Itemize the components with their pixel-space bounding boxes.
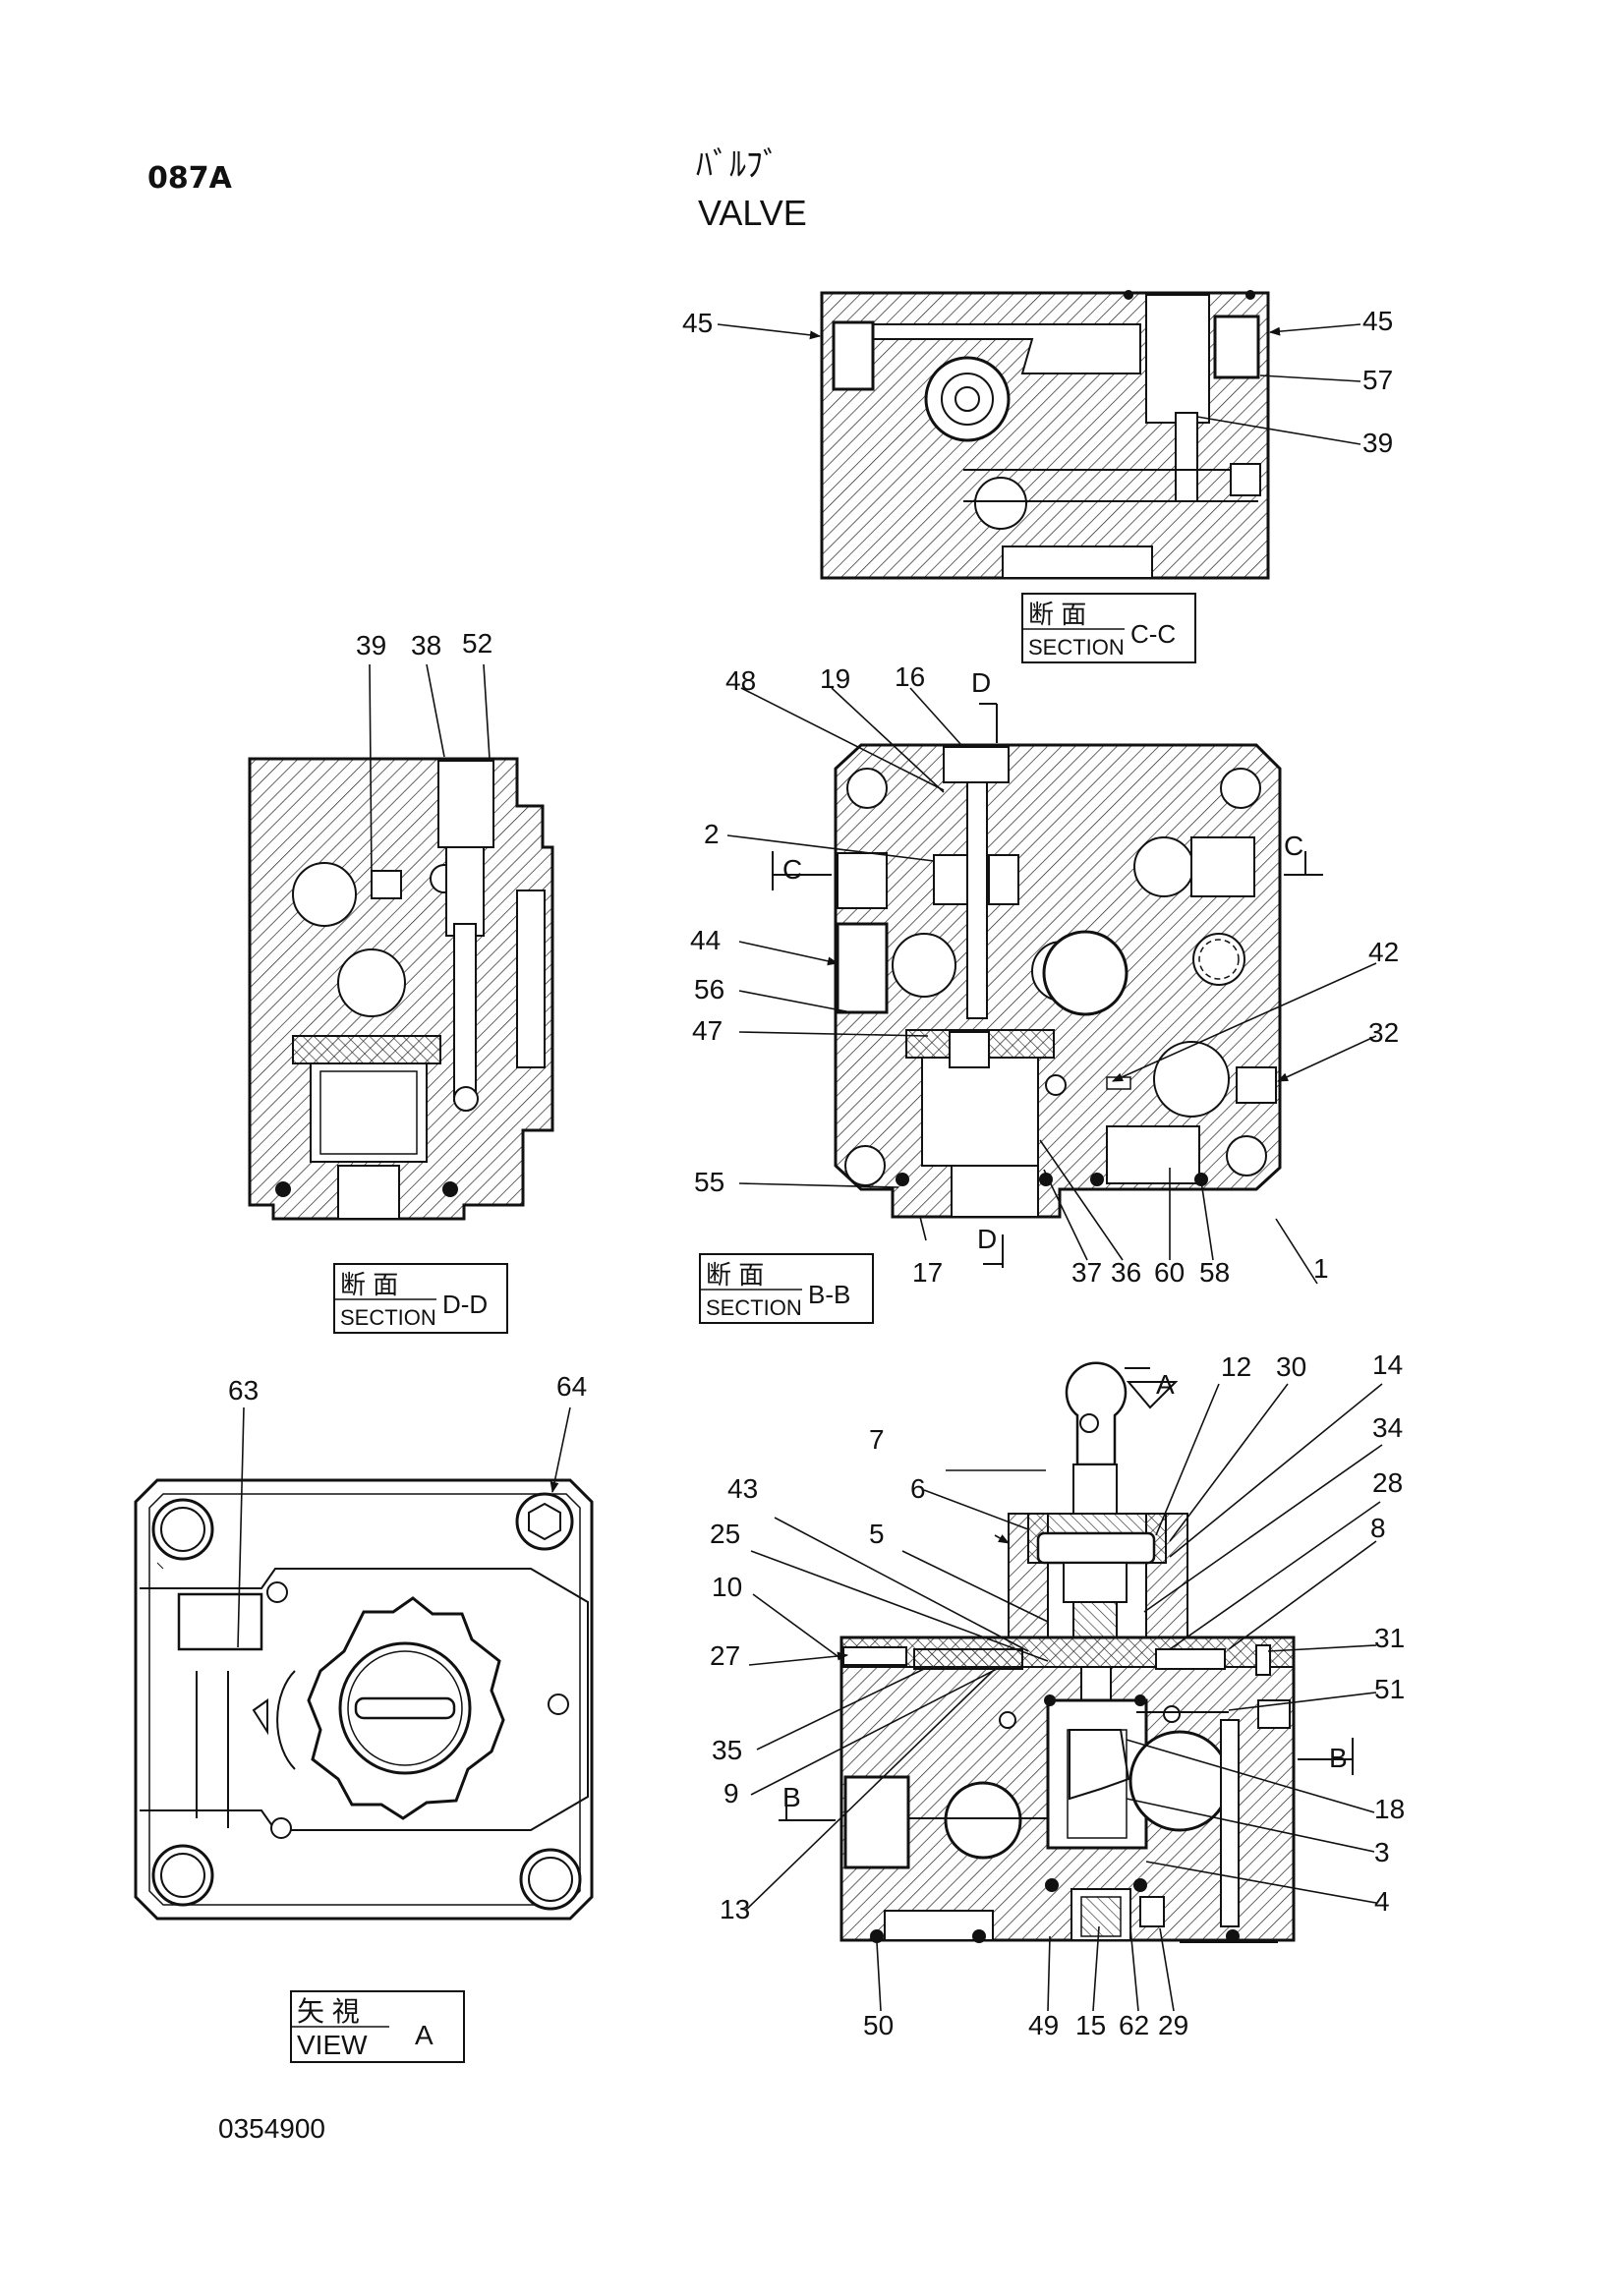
section-cc-id: C-C — [1130, 619, 1176, 649]
part-number-42: 42 — [1368, 937, 1399, 967]
section-cc-text: SECTION — [1028, 635, 1125, 660]
part-number-45: 45 — [682, 308, 713, 338]
part-number-30: 30 — [1276, 1351, 1306, 1382]
part-number-55: 55 — [694, 1167, 724, 1197]
part-number-12: 12 — [1221, 1351, 1251, 1382]
section-cc-label-box: 断 面 SECTION C-C — [1021, 593, 1196, 663]
part-number-5: 5 — [869, 1519, 885, 1549]
view-a-label-box: 矢 視 VIEW A — [290, 1990, 465, 2063]
part-number-4: 4 — [1374, 1886, 1390, 1917]
part-number-35: 35 — [712, 1735, 742, 1765]
view-a-kanji: 矢 視 — [297, 1996, 360, 2027]
part-number-51: 51 — [1374, 1674, 1405, 1704]
part-number-64: 64 — [556, 1371, 587, 1402]
part-number-31: 31 — [1374, 1623, 1405, 1653]
part-number-15: 15 — [1075, 2010, 1106, 2040]
part-number-56: 56 — [694, 974, 724, 1004]
part-number-45: 45 — [1362, 306, 1393, 336]
view-a-drawing — [134, 1478, 594, 1921]
section-marker-d: D — [971, 667, 991, 698]
part-number-8: 8 — [1370, 1513, 1386, 1543]
part-number-17: 17 — [912, 1257, 943, 1288]
part-number-36: 36 — [1111, 1257, 1141, 1288]
section-bb-label-box: 断 面 SECTION B-B — [699, 1253, 874, 1324]
part-number-28: 28 — [1372, 1467, 1403, 1498]
section-cc-drawing — [820, 290, 1270, 580]
view-a-text: VIEW — [297, 2030, 368, 2060]
part-number-6: 6 — [910, 1473, 926, 1504]
section-marker-b: B — [782, 1782, 801, 1812]
title-english: VALVE — [698, 193, 807, 233]
section-bb-id: B-B — [808, 1280, 850, 1309]
section-marker-c: C — [1284, 831, 1303, 861]
part-number-47: 47 — [692, 1015, 723, 1046]
view-a-id: A — [415, 2020, 434, 2050]
part-number-48: 48 — [725, 665, 756, 696]
part-number-57: 57 — [1362, 365, 1393, 395]
section-dd-label-box: 断 面 SECTION D-D — [333, 1263, 508, 1334]
part-number-10: 10 — [712, 1572, 742, 1602]
section-dd-id: D-D — [442, 1290, 488, 1319]
document-number: 0354900 — [218, 2113, 326, 2144]
part-number-60: 60 — [1154, 1257, 1185, 1288]
section-dd-kanji: 断 面 — [340, 1270, 398, 1299]
part-number-34: 34 — [1372, 1412, 1403, 1443]
part-number-39: 39 — [1362, 428, 1393, 458]
part-number-62: 62 — [1119, 2010, 1149, 2040]
part-number-3: 3 — [1374, 1837, 1390, 1867]
part-number-19: 19 — [820, 663, 850, 694]
part-number-44: 44 — [690, 925, 721, 955]
section-marker-c: C — [782, 854, 802, 885]
title-japanese: ﾊﾞﾙﾌﾞ — [696, 145, 780, 185]
part-number-50: 50 — [863, 2010, 894, 2040]
part-number-39: 39 — [356, 630, 386, 660]
section-marker-b: B — [1329, 1743, 1348, 1773]
section-bb-kanji: 断 面 — [706, 1260, 764, 1290]
part-number-58: 58 — [1199, 1257, 1230, 1288]
part-number-14: 14 — [1372, 1349, 1403, 1380]
part-number-2: 2 — [704, 819, 720, 849]
part-number-13: 13 — [720, 1894, 750, 1924]
valve-assembly-drawing — [779, 1361, 1354, 1943]
section-dd-drawing — [248, 757, 554, 1221]
part-number-16: 16 — [895, 661, 925, 692]
part-number-18: 18 — [1374, 1794, 1405, 1824]
part-number-38: 38 — [411, 630, 441, 660]
section-bb-text: SECTION — [706, 1295, 802, 1320]
part-number-49: 49 — [1028, 2010, 1059, 2040]
part-number-27: 27 — [710, 1640, 740, 1671]
part-number-1: 1 — [1313, 1253, 1329, 1284]
leader-lines — [237, 323, 1383, 2012]
part-number-32: 32 — [1368, 1017, 1399, 1048]
part-number-9: 9 — [723, 1778, 739, 1808]
view-marker-a: A — [1156, 1369, 1175, 1400]
part-number-29: 29 — [1158, 2010, 1188, 2040]
part-number-43: 43 — [727, 1473, 758, 1504]
part-number-labels: 45 45 57 39 39 38 52 48 19 16 D 2 C C 44… — [228, 306, 1405, 2040]
part-number-25: 25 — [710, 1519, 740, 1549]
part-number-52: 52 — [462, 628, 492, 659]
page-code: 087A — [147, 161, 232, 196]
part-number-63: 63 — [228, 1375, 259, 1406]
section-marker-d: D — [977, 1224, 997, 1254]
part-number-37: 37 — [1071, 1257, 1102, 1288]
part-number-7: 7 — [869, 1424, 885, 1455]
section-dd-text: SECTION — [340, 1305, 436, 1330]
section-cc-kanji: 断 面 — [1028, 600, 1086, 629]
section-bb-drawing — [772, 703, 1323, 1268]
